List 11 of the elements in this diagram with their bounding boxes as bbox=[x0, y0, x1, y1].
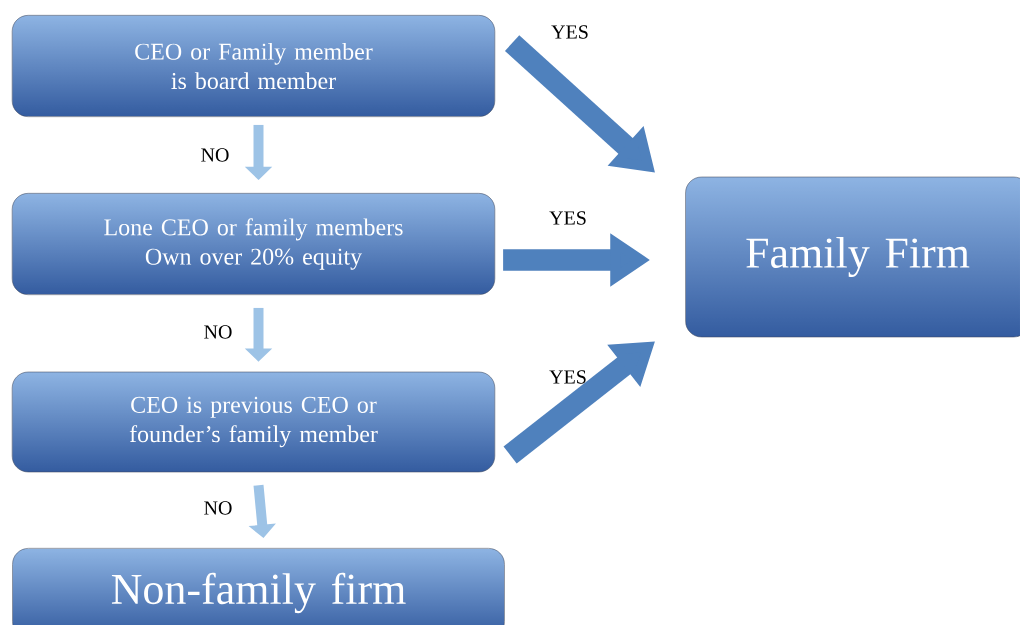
edge-label: NO bbox=[201, 148, 229, 162]
edge-label: YES bbox=[551, 25, 588, 39]
process-box: Non-family firm bbox=[12, 548, 505, 625]
edge-label: NO bbox=[204, 501, 232, 515]
edge-label: NO bbox=[204, 325, 232, 339]
process-box: CEO or Family member is board member bbox=[11, 15, 496, 117]
edge-label: YES bbox=[549, 370, 586, 384]
process-box: Lone CEO or family members Own over 20% equity bbox=[11, 193, 496, 295]
process-box: Family Firm bbox=[685, 176, 1020, 338]
process-box: CEO is previous CEO or founder’s family member bbox=[11, 371, 496, 473]
edge-label: YES bbox=[549, 211, 586, 225]
